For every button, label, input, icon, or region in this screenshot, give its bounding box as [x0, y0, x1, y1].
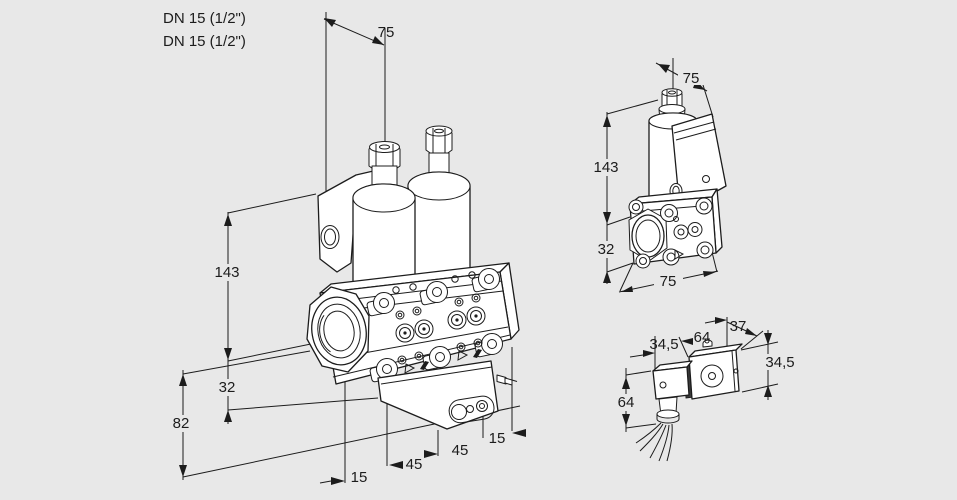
threaded-inlet-port — [306, 286, 370, 373]
body-screws — [392, 271, 483, 365]
side-inlet-flange — [628, 208, 668, 262]
coil-body — [688, 338, 743, 400]
dim-coil-terminal-depth: 37 — [730, 318, 747, 335]
dim-main-chain-45b: 45 — [452, 442, 469, 459]
connection-labels: DN 15 (1/2") DN 15 (1/2") — [163, 10, 246, 50]
pressure-taps — [395, 306, 486, 343]
solenoid-coil-right — [407, 125, 473, 298]
dim-main-chain-45a: 45 — [406, 456, 423, 473]
dim-main-base-height: 82 — [173, 415, 190, 432]
flange-bolts — [366, 268, 503, 383]
side-flow-arrow-icon — [674, 249, 685, 260]
side-valve-body — [628, 188, 723, 269]
test-nipple — [496, 374, 507, 385]
cable-wires — [635, 422, 673, 462]
main-view-dimensions: 75 143 32 82 15 45 45 15 — [165, 12, 526, 486]
dim-side-body-width: 75 — [660, 273, 677, 290]
side-coil-nut — [658, 88, 686, 122]
cable-plug — [652, 360, 693, 424]
dim-main-chain-15a: 15 — [351, 469, 368, 486]
dim-coil-plug-height: 64 — [618, 394, 635, 411]
flow-direction-arrow-icons — [404, 349, 482, 374]
dim-coil-plug-width: 34,5 — [649, 336, 678, 353]
dim-side-height: 143 — [593, 159, 618, 176]
dim-side-inlet-axis: 32 — [598, 241, 615, 258]
coil-view-dimensions: 34,5 64 37 34,5 64 — [611, 317, 799, 432]
dim-main-top-width: 75 — [378, 24, 395, 41]
connection-label-1: DN 15 (1/2") — [163, 10, 246, 27]
side-view-drawing — [628, 88, 727, 269]
connection-label-2: DN 15 (1/2") — [163, 33, 246, 50]
coil-lug — [702, 339, 713, 348]
dim-side-top-width: 75 — [683, 70, 700, 87]
side-view-dimensions: 75 143 32 75 — [588, 58, 719, 293]
dim-coil-height: 34,5 — [765, 354, 794, 371]
regulator-block — [377, 360, 518, 430]
coil-view-drawing — [635, 338, 743, 462]
dim-main-height: 143 — [214, 264, 239, 281]
dim-main-chain-15b: 15 — [489, 430, 506, 447]
main-view-drawing — [306, 125, 520, 430]
dim-main-inlet-axis: 32 — [219, 379, 236, 396]
